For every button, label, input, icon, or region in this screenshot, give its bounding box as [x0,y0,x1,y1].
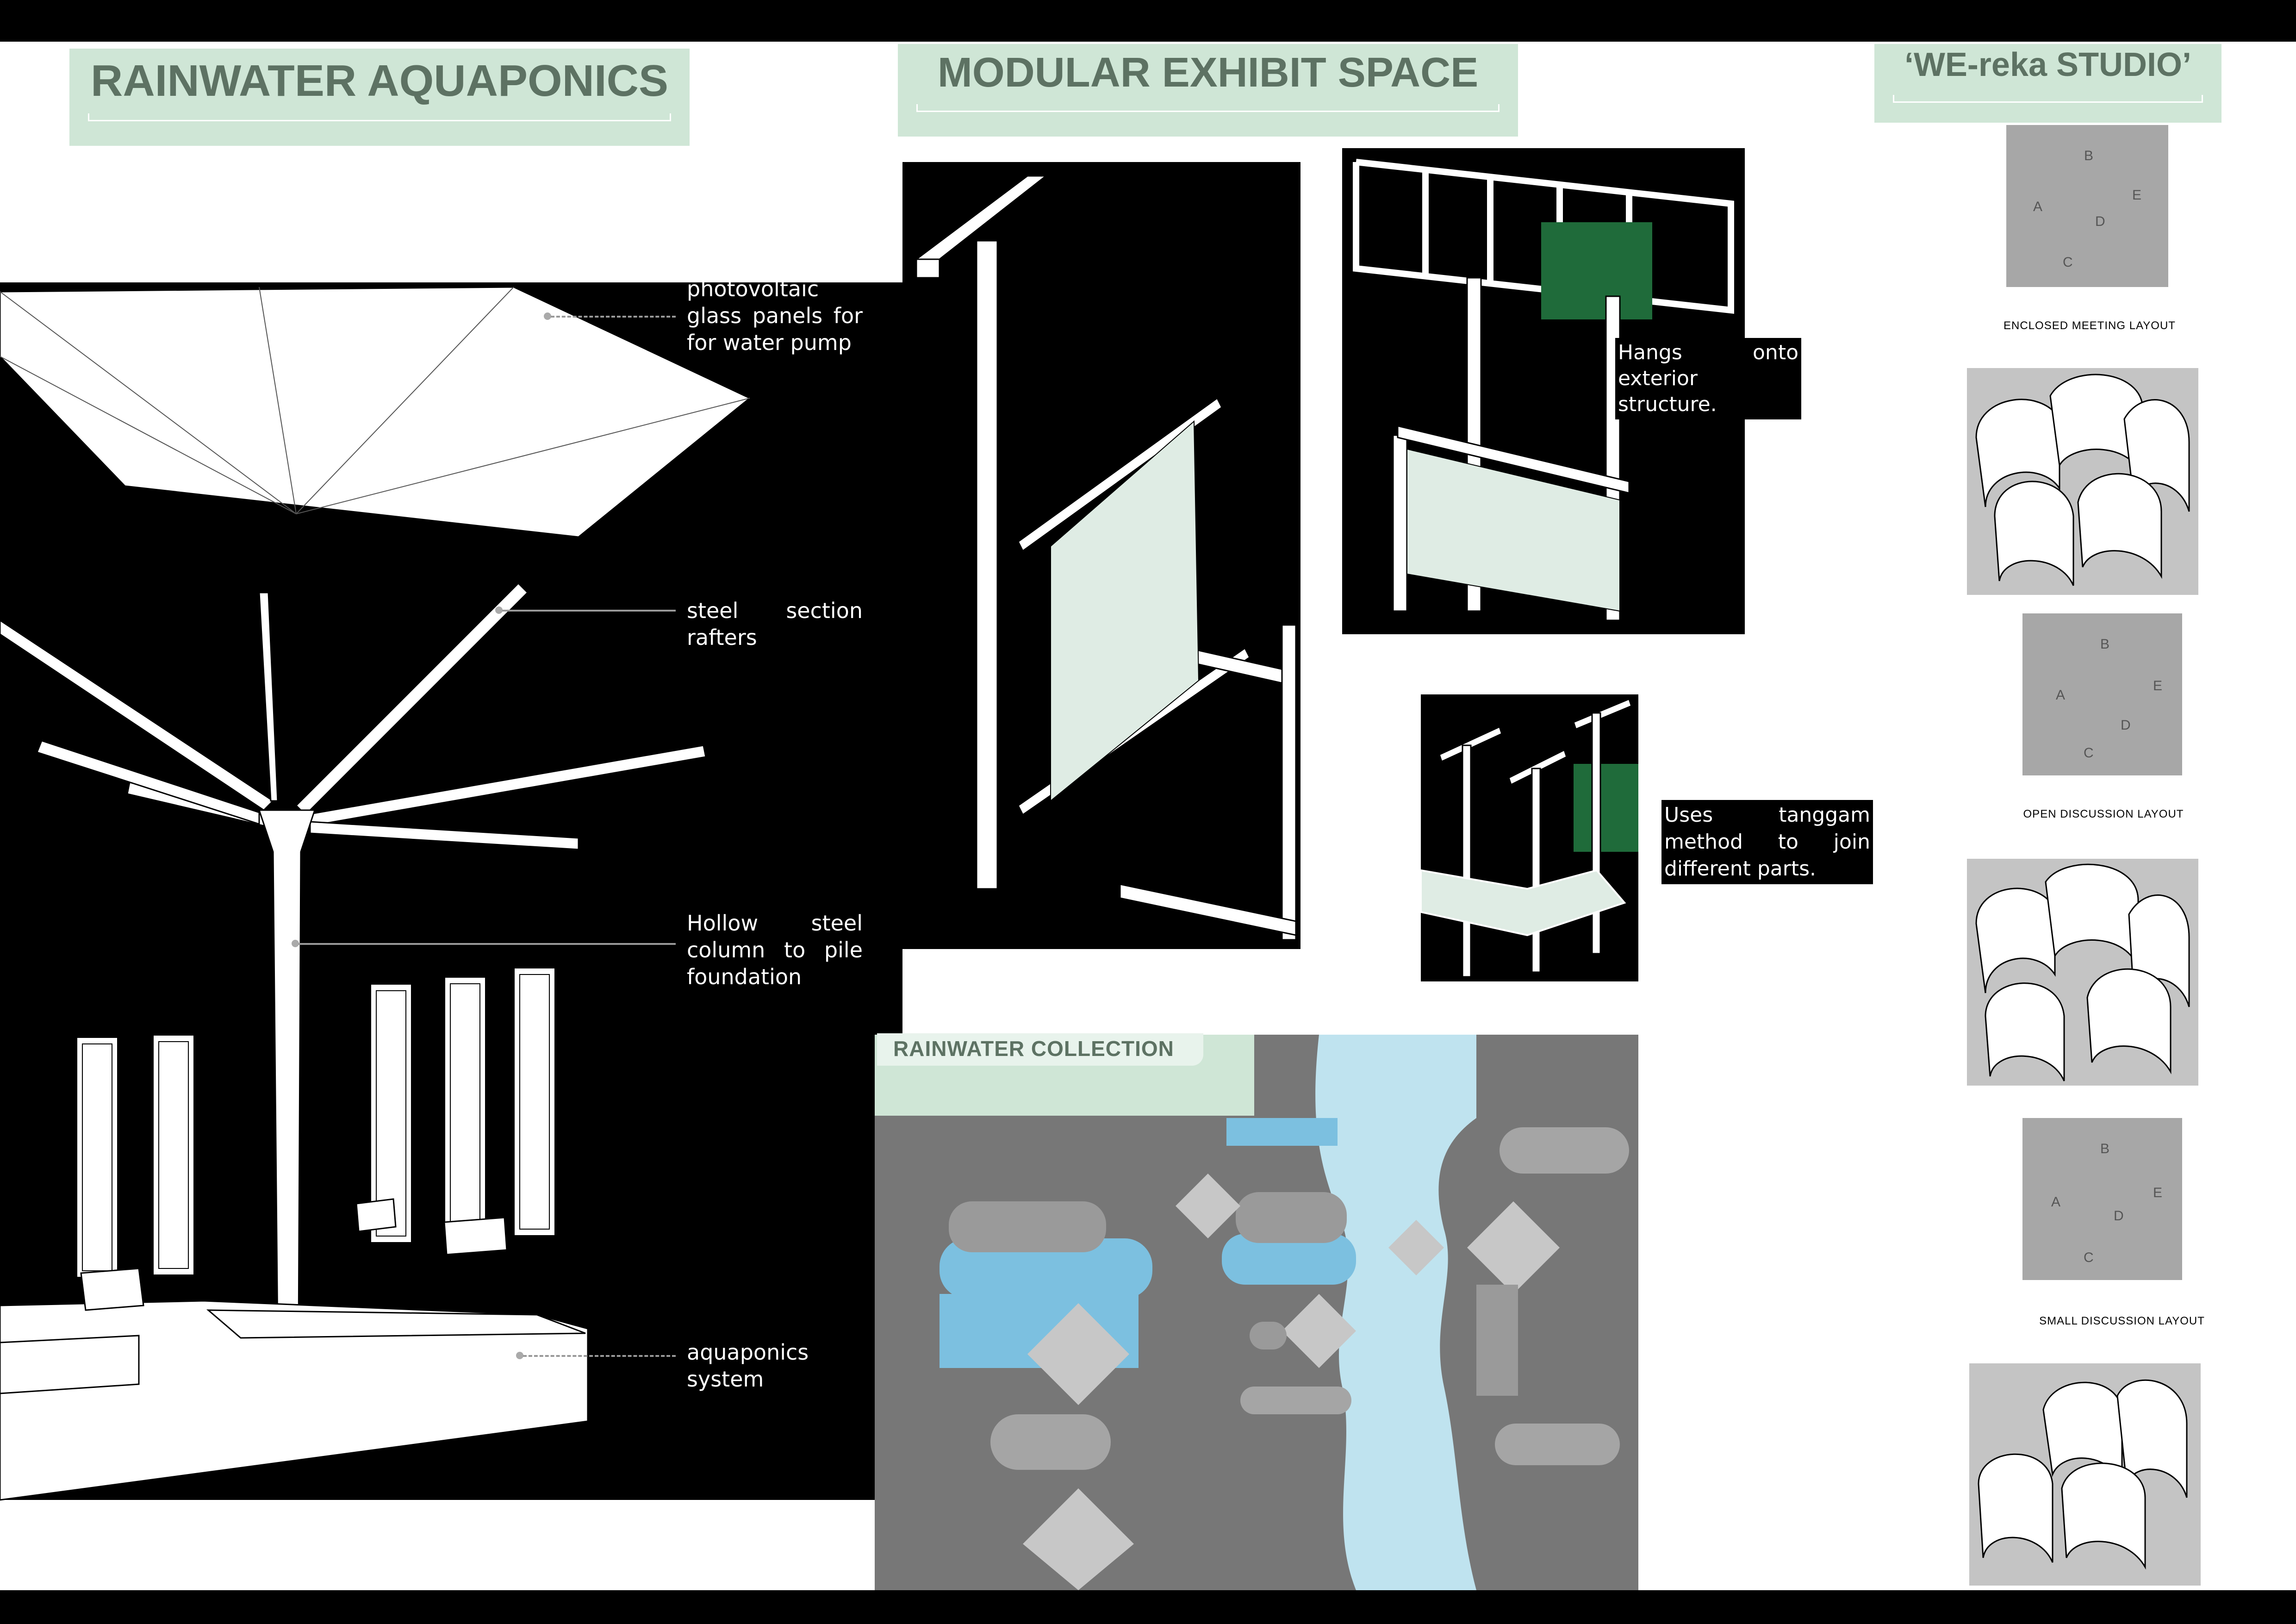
caption-small-layout: SMALL DISCUSSION LAYOUT [2039,1315,2205,1327]
plan-letter-d: D [2095,214,2105,229]
plan-open: B A E D C [2022,613,2182,775]
title-tab-studio: ‘WE-reka STUDIO’ [1874,44,2221,123]
plan-letter-c: C [2063,255,2073,270]
heading-aquaponics: RAINWATER AQUAPONICS [91,56,668,106]
label-pv-panels: photovoltaic glass panels for for water … [687,276,863,355]
heading-studio: ‘WE-reka STUDIO’ [1904,46,2192,83]
rainwater-title: RAINWATER COLLECTION [893,1037,1174,1061]
label-hangs-onto: Hangs onto exterior structure. [1615,338,1801,419]
exhibit-frame-drawing [914,175,1297,941]
label-column: Hollow steel column to pile foundation [687,911,863,989]
render-enclosed [1967,368,2198,595]
title-tab-aquaponics: RAINWATER AQUAPONICS [69,49,690,146]
caption-enclosed-layout: ENCLOSED MEETING LAYOUT [2004,319,2176,332]
render-small [1969,1363,2201,1586]
label-tanggam: Uses tanggam method to join different pa… [1661,800,1873,884]
plan-letter-e: E [2132,187,2142,203]
rainwater-diagram [940,1035,1629,1590]
plan-letter-b: B [2084,148,2094,163]
label-aquaponics-system: aquaponics system [687,1340,809,1392]
aquaponics-drawing [0,286,751,1501]
heading-exhibit: MODULAR EXHIBIT SPACE [937,50,1479,96]
rainwater-tab-label-bg [877,1033,1203,1066]
plan-enclosed: B A E D C [2006,125,2168,287]
caption-open-layout: OPEN DISCUSSION LAYOUT [2023,808,2184,820]
label-rafters: steel section rafters [687,598,863,650]
plan-small: B A E D C [2022,1118,2182,1280]
exhibit-hanging-frame [1353,159,1734,621]
exhibit-tanggam-frame [1421,698,1638,978]
render-open [1967,859,2198,1086]
plan-letter-a: A [2033,199,2043,214]
title-tab-exhibit: MODULAR EXHIBIT SPACE [898,44,1518,137]
